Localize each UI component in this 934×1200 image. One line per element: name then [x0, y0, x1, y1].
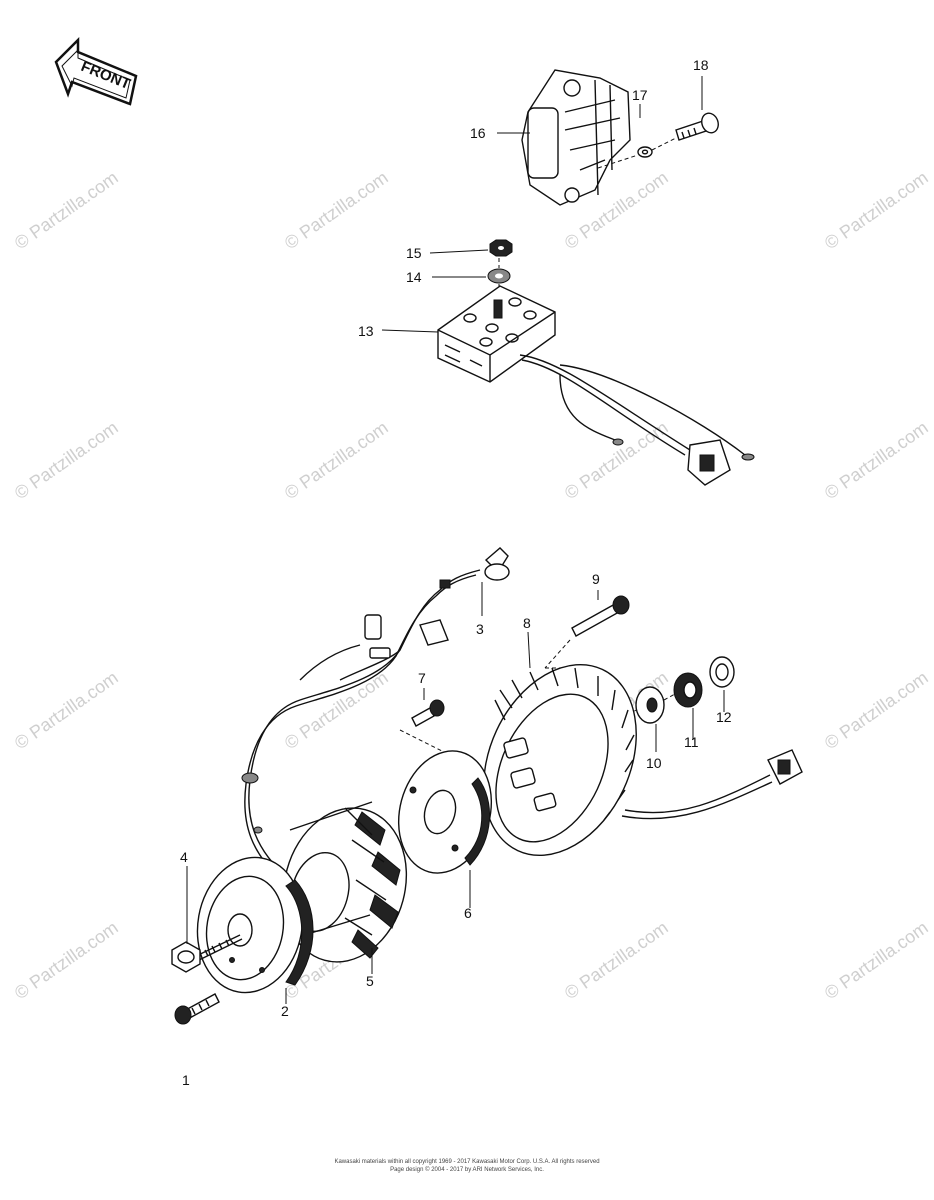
callout-12: 12: [716, 709, 732, 725]
callout-2: 2: [281, 1003, 289, 1019]
nut-part: [489, 239, 513, 257]
rotor-part: [397, 750, 493, 874]
bolt-part: [399, 699, 461, 761]
regulator-part: [521, 69, 631, 206]
callout-labels: 1 2 3 4 5 6 7 8 9 10 11 12 13 14 15 16 1…: [180, 57, 732, 1088]
callout-5: 5: [366, 973, 374, 989]
watermark: © Partzilla.com: [821, 667, 932, 753]
bearing-part: [673, 672, 703, 708]
callout-15: 15: [406, 245, 422, 261]
watermark: © Partzilla.com: [821, 917, 932, 1003]
washer-part: [637, 146, 653, 158]
nut-part: [171, 934, 243, 973]
callout-14: 14: [406, 269, 422, 285]
callout-4: 4: [180, 849, 188, 865]
watermark: © Partzilla.com: [561, 417, 672, 503]
watermark: © Partzilla.com: [281, 667, 392, 753]
callout-7: 7: [418, 670, 426, 686]
footer-copyright: Kawasaki materials within all copyright …: [334, 1159, 599, 1165]
watermark: © Partzilla.com: [821, 417, 932, 503]
callout-16: 16: [470, 125, 486, 141]
collar-part: [635, 686, 665, 724]
bolt-part: [544, 595, 630, 669]
callout-3: 3: [476, 621, 484, 637]
watermark: © Partzilla.com: [821, 167, 932, 253]
front-arrow-icon: FRONT: [54, 36, 138, 106]
leader-lines: [186, 76, 725, 1004]
flywheel-part: [196, 856, 314, 994]
watermark: © Partzilla.com: [11, 417, 122, 503]
callout-6: 6: [464, 905, 472, 921]
footer-page-design: Page design © 2004 - 2017 by ARI Network…: [390, 1166, 544, 1173]
watermark-layer: © Partzilla.com © Partzilla.com © Partzi…: [11, 167, 932, 1003]
washer-part: [487, 268, 511, 284]
watermark: © Partzilla.com: [561, 917, 672, 1003]
callout-8: 8: [523, 615, 531, 631]
watermark: © Partzilla.com: [11, 167, 122, 253]
washer-part: [709, 656, 735, 688]
callout-1: 1: [182, 1072, 190, 1088]
callout-10: 10: [646, 755, 662, 771]
rectifier-part: [437, 285, 755, 486]
callout-18: 18: [693, 57, 709, 73]
callout-17: 17: [632, 87, 648, 103]
watermark: © Partzilla.com: [11, 667, 122, 753]
callout-11: 11: [684, 734, 699, 750]
bolt-part: [174, 993, 220, 1025]
watermark: © Partzilla.com: [281, 417, 392, 503]
stator-part: [483, 663, 803, 857]
wiring-harness-part: [241, 547, 510, 885]
bolt-part: [597, 112, 719, 169]
watermark: © Partzilla.com: [11, 917, 122, 1003]
callout-13: 13: [358, 323, 374, 339]
watermark: © Partzilla.com: [281, 167, 392, 253]
callout-9: 9: [592, 571, 600, 587]
